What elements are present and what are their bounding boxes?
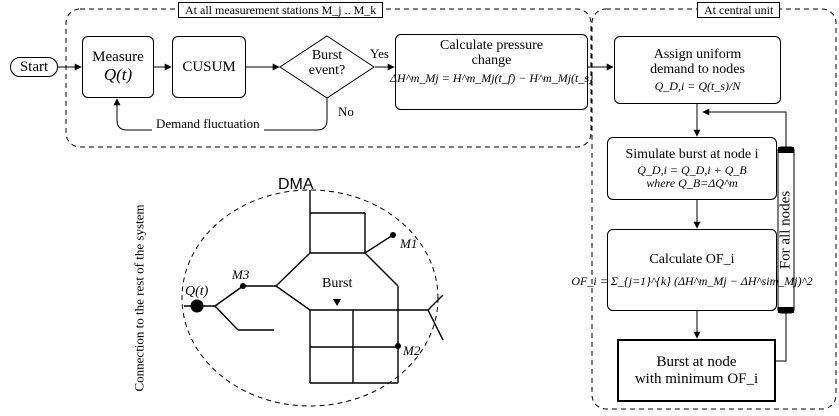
burst-event-label: Burst event? xyxy=(308,48,346,79)
simulate-burst-node: Simulate burst at node i Q_D,i = Q_D,i +… xyxy=(607,137,777,200)
stations-frame-label: At all measurement stations M_j .. M_k xyxy=(178,2,384,18)
m3-label: M3 xyxy=(232,267,250,282)
simulate-formula: Q_D,i = Q_D,i + Q_B xyxy=(637,163,747,177)
cusum-node: CUSUM xyxy=(172,36,246,98)
stations-frame xyxy=(65,8,592,148)
demand-fluctuation-label: Demand fluctuation xyxy=(152,116,264,132)
burst-label: Burst xyxy=(322,276,353,291)
dma-boundary xyxy=(181,189,439,407)
pressure-formula: ΔH^m_Mj = H^m_Mj(t_f) − H^m_Mj(t_s) xyxy=(389,70,594,85)
assign-demand-node: Assign uniform demand to nodes Q_D,i = Q… xyxy=(614,36,781,104)
m1-node xyxy=(390,232,396,238)
no-label: No xyxy=(338,104,354,119)
calc-of-node: Calculate OF_i OF_i = Σ_{j=1}^{k} (ΔH^m_… xyxy=(571,229,813,311)
result-node: Burst at node with minimum OF_i xyxy=(617,339,776,402)
measure-variable: Q(t) xyxy=(103,64,133,84)
connection-label: Connection to the rest of the system xyxy=(131,204,147,392)
q-label: Q(t) xyxy=(185,284,209,299)
measure-label: Measure xyxy=(92,49,144,66)
m3-node xyxy=(240,283,246,289)
simulate-where: where Q_B=ΔQ^m xyxy=(646,176,738,191)
for-all-nodes-label: For all nodes xyxy=(777,190,794,270)
measure-node: Measure Q(t) xyxy=(82,36,154,98)
central-frame-label: At central unit xyxy=(697,2,781,18)
assign-formula: Q_D,i = Q(t_s)/N xyxy=(654,79,741,94)
yes-label: Yes xyxy=(370,46,389,61)
burst-marker xyxy=(333,299,341,306)
q-meter-node xyxy=(190,299,204,313)
start-node: Start xyxy=(10,57,58,77)
dma-title: DMA xyxy=(278,176,314,193)
of-formula: OF_i = Σ_{j=1}^{k} (ΔH^m_Mj − ΔH^sim_Mj)… xyxy=(571,274,813,289)
m2-label: M2 xyxy=(403,343,421,358)
m2-node xyxy=(395,343,401,349)
calc-pressure-node: Calculate pressure change ΔH^m_Mj = H^m_… xyxy=(390,34,593,110)
m1-label: M1 xyxy=(400,236,418,251)
pipe-network xyxy=(184,190,444,384)
